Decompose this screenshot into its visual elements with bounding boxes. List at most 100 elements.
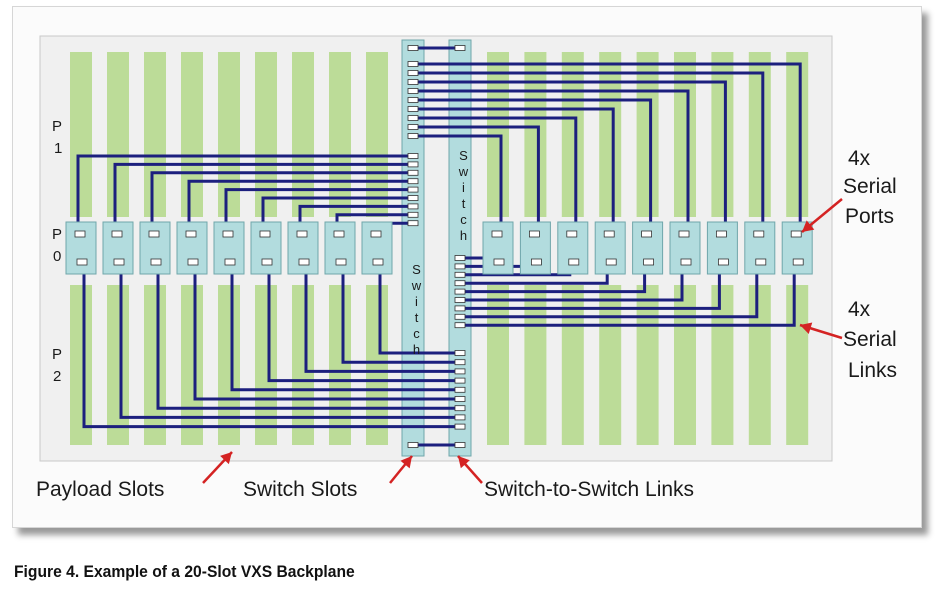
- left-p0-connector-5: [213, 221, 245, 275]
- right-link-trace-7: [460, 262, 721, 310]
- left-p0-pin-upper-6: [259, 230, 271, 238]
- left-slot-1-lower: [70, 285, 92, 445]
- right-p0-pin-lower-3: [568, 258, 580, 266]
- switch-left-port-pin-10: [407, 61, 419, 67]
- switch-right-link-pin-13: [454, 280, 466, 287]
- switch-right-link-pin-7: [454, 405, 466, 412]
- left-link-trace-8: [341, 262, 460, 364]
- serial-links-word: Links: [848, 359, 898, 382]
- right-p0-connector-6: [669, 221, 701, 275]
- right-port-trace-9: [413, 62, 802, 234]
- left-link-trace-6: [267, 262, 460, 383]
- left-p0-pin-lower-3: [150, 258, 162, 266]
- right-slot-7-upper: [711, 52, 734, 217]
- right-slot-8-upper: [748, 52, 771, 217]
- switch-right-link-pin-9: [454, 423, 466, 430]
- left-p0-connector-1: [65, 221, 97, 275]
- switch-right-link-pin-2: [454, 359, 466, 366]
- right-p0-pin-lower-7: [718, 258, 729, 266]
- serial-ports-serial: Serial: [843, 175, 897, 198]
- switch-left-port-pin-7: [407, 203, 419, 210]
- left-p0-connector-6: [250, 221, 282, 275]
- p2-label-2: 2: [53, 368, 62, 385]
- left-p0-pin-lower-7: [298, 258, 310, 266]
- left-slot-4-lower: [181, 285, 203, 445]
- switch-right-link-pin-6: [454, 396, 466, 402]
- right-p0-pin-lower-9: [792, 258, 804, 266]
- payload-slots-arrow-head: [220, 452, 232, 465]
- left-p0-pin-lower-1: [76, 258, 88, 266]
- switch-to-switch-arrow-head: [458, 456, 470, 469]
- left-p0-connector-3: [139, 221, 171, 275]
- left-p0-pin-upper-8: [333, 230, 345, 238]
- switch-left-port-pin-3: [407, 169, 419, 176]
- serial-links-arrow-head: [800, 322, 813, 334]
- left-port-trace-2: [113, 162, 413, 234]
- left-p0-pin-upper-5: [222, 230, 234, 238]
- payload-slots-arrow: [202, 451, 233, 484]
- switch-right-link-pin-1: [454, 350, 466, 356]
- right-p0-connector-5: [632, 221, 664, 275]
- switch-left-port-pin-4: [407, 178, 419, 185]
- left-link-trace-4: [193, 262, 460, 401]
- p2-label-p: P: [52, 346, 63, 363]
- switch-left-port-pin-17: [407, 124, 419, 130]
- right-slot-9-upper: [786, 52, 809, 217]
- right-p0-pin-upper-2: [529, 230, 540, 238]
- left-p0-pin-lower-2: [113, 258, 125, 266]
- serial-ports-arrow: [801, 198, 843, 233]
- left-p0-pin-upper-2: [111, 230, 123, 238]
- switch-left-port-pin-20: [407, 442, 419, 448]
- right-slot-2-upper: [524, 52, 547, 217]
- right-slot-3-upper: [561, 52, 584, 217]
- right-p0-pin-lower-4: [605, 258, 617, 266]
- right-p0-pin-lower-2: [531, 258, 542, 266]
- left-link-trace-2: [119, 262, 460, 419]
- switch-text-left: Switch: [409, 262, 424, 358]
- left-p0-pin-lower-9: [372, 258, 384, 266]
- right-port-trace-7: [413, 80, 727, 234]
- right-slot-8-lower: [748, 285, 771, 445]
- payload-slots-label: Payload Slots: [36, 478, 165, 501]
- right-p0-connector-1: [482, 221, 514, 275]
- right-p0-connector-3: [557, 221, 589, 275]
- right-port-trace-5: [413, 98, 653, 234]
- right-port-trace-6: [413, 89, 690, 234]
- figure-caption: Figure 4. Example of a 20-Slot VXS Backp…: [14, 562, 355, 581]
- trace-group: [76, 46, 802, 447]
- right-link-trace-8: [460, 262, 759, 319]
- switch-slots-label: Switch Slots: [243, 478, 358, 501]
- left-port-trace-3: [150, 171, 413, 234]
- switch-left-port-pin-6: [407, 195, 419, 201]
- left-p0-pin-lower-8: [335, 258, 347, 266]
- serial-ports-4x: 4x: [848, 147, 871, 170]
- right-p0-pin-upper-5: [641, 230, 652, 238]
- left-slot-8-lower: [329, 285, 351, 445]
- p0-label-p: P: [52, 226, 63, 243]
- left-slot-5-lower: [218, 285, 240, 445]
- right-p0-pin-upper-7: [716, 230, 727, 238]
- switch-right-link-pin-12: [454, 271, 466, 278]
- right-p0-pin-lower-6: [680, 258, 692, 266]
- right-port-trace-3: [413, 116, 578, 234]
- left-port-trace-1: [76, 154, 413, 234]
- serial-links-arrow: [799, 322, 843, 340]
- left-slot-3-upper: [144, 52, 166, 217]
- left-p0-pin-lower-4: [187, 258, 199, 266]
- right-link-trace-6: [460, 262, 684, 302]
- left-p0-connector-4: [176, 221, 208, 275]
- switch-left-port-pin-8: [407, 211, 419, 218]
- right-p0-pin-lower-1: [493, 258, 505, 266]
- left-p0-pin-upper-4: [185, 230, 197, 238]
- right-port-trace-8: [413, 71, 765, 234]
- switch-left-port-pin-15: [407, 106, 419, 112]
- right-p0-pin-lower-5: [643, 258, 654, 266]
- switch-right-link-pin-8: [454, 414, 466, 421]
- left-slot-8-upper: [329, 52, 351, 217]
- serial-ports-arrow-head: [802, 220, 815, 232]
- right-p0-pin-upper-4: [603, 230, 615, 238]
- left-p0-connector-9: [361, 221, 393, 275]
- left-link-trace-7: [304, 262, 460, 373]
- switch-right-link-pin-3: [454, 368, 466, 375]
- p1-label-p: P: [52, 118, 63, 135]
